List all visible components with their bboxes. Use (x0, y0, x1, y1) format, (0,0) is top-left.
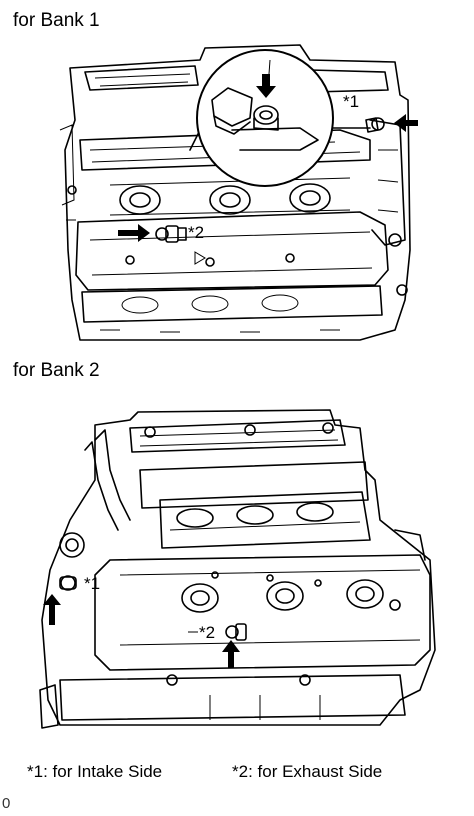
figure-id: 0 (2, 795, 11, 812)
bank1-magnifier-arrow-icon (256, 74, 276, 98)
bank1-exhaust-arrow-icon (118, 224, 150, 242)
bank2-engine-outline (39, 409, 436, 729)
legend-exhaust: *2: for Exhaust Side (232, 762, 383, 781)
bank2-callout-1: *1 (84, 574, 100, 593)
bank2-exhaust-arrow-icon (222, 640, 240, 668)
bank1-intake-arrow-icon (394, 114, 418, 132)
bank1-detail-magnifier (189, 49, 371, 187)
bank2-callout-2: *2 (199, 623, 215, 642)
bank1-callout-1: *1 (343, 92, 359, 111)
bank2-heading: for Bank 2 (13, 360, 100, 381)
bank1-callout-2: *2 (188, 223, 204, 242)
bank1-heading: for Bank 1 (13, 10, 100, 31)
bank2-intake-arrow-icon (43, 594, 61, 625)
legend-intake: *1: for Intake Side (27, 762, 163, 781)
